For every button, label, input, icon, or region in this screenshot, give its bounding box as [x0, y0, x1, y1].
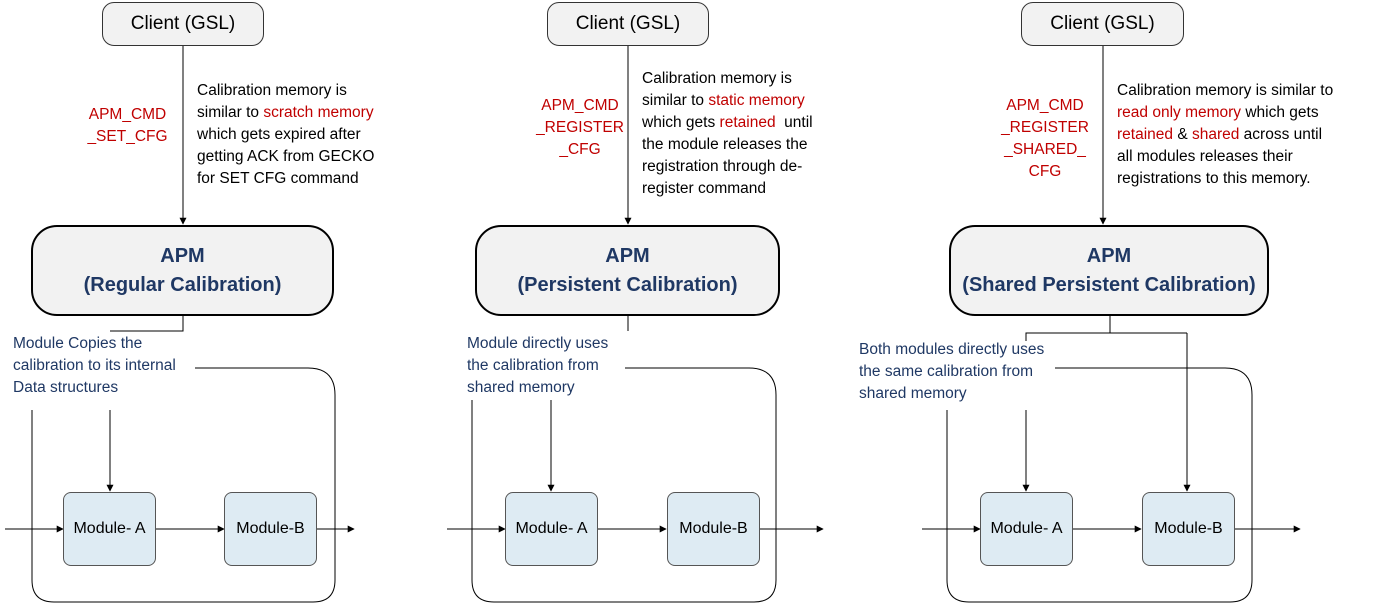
description-text: registration through de-	[642, 158, 803, 175]
module-b-box: Module-B	[1142, 492, 1235, 566]
description-line: read only memory which gets	[1117, 102, 1333, 124]
apm-to-container-connector	[1025, 316, 1111, 341]
module-container-outline	[946, 367, 1253, 603]
client-box: Client (GSL)	[1021, 2, 1184, 46]
description-line: registration through de-	[642, 156, 813, 178]
apm-to-container-connector	[110, 316, 184, 332]
highlight-term: scratch memory	[263, 104, 374, 121]
description-text: which gets	[642, 114, 720, 131]
description-text: all modules releases their	[1117, 148, 1293, 165]
highlight-term: static memory	[708, 92, 805, 109]
client-box: Client (GSL)	[547, 2, 709, 46]
module-b-box: Module-B	[224, 492, 317, 566]
description-text: similar to	[197, 104, 264, 121]
apm-box: APM (Regular Calibration)	[31, 225, 334, 316]
description-line: which gets expired after	[197, 124, 374, 146]
description-line: for SET CFG command	[197, 168, 374, 190]
highlight-term: retained	[719, 114, 776, 131]
calibration-description: Calibration memory is similar to static m…	[642, 68, 813, 200]
module-b-box: Module-B	[667, 492, 760, 566]
module-usage-note: Module Copies the calibration to its int…	[13, 335, 176, 396]
description-line: Calibration memory is	[197, 80, 374, 102]
description-line: similar to static memory	[642, 90, 813, 112]
description-text: Calibration memory is similar to	[1117, 82, 1334, 99]
command-label: APM_CMD _SET_CFG	[87, 106, 168, 145]
module-container-outline	[31, 367, 336, 603]
client-label: Client (GSL)	[575, 13, 681, 34]
description-line: the module releases the	[642, 134, 813, 156]
description-text: registrations to this memory.	[1117, 170, 1311, 187]
description-text: register command	[642, 180, 767, 197]
module-a-box: Module- A	[63, 492, 156, 566]
calibration-description: Calibration memory is similar to read onl…	[1117, 80, 1333, 190]
calibration-description: Calibration memory is similar to scratch …	[197, 80, 374, 190]
client-label: Client (GSL)	[1050, 13, 1155, 34]
module-usage-note: Both modules directly uses the same cali…	[859, 341, 1045, 402]
description-line: which gets retained until	[642, 112, 813, 134]
description-line: retained & shared across until	[1117, 124, 1333, 146]
module-a-box: Module- A	[505, 492, 598, 566]
client-box: Client (GSL)	[102, 2, 264, 46]
highlight-term: retained	[1117, 126, 1174, 143]
description-text: &	[1173, 126, 1192, 143]
description-text: the module releases the	[642, 136, 808, 153]
description-text: Calibration memory is	[197, 82, 347, 99]
description-text: until	[775, 114, 813, 131]
module-usage-note: Module directly uses the calibration fro…	[467, 335, 609, 396]
panel-3-connectors	[922, 46, 1301, 603]
description-text: getting ACK from GECKO	[197, 148, 375, 165]
description-line: all modules releases their	[1117, 146, 1333, 168]
apm-box: APM (Persistent Calibration)	[475, 225, 780, 316]
highlight-term: read only memory	[1117, 104, 1242, 121]
description-text: similar to	[642, 92, 709, 109]
panel-1-connectors	[5, 46, 355, 603]
command-label: APM_CMD _REGISTER _CFG	[536, 97, 624, 158]
description-line: similar to scratch memory	[197, 102, 374, 124]
description-text: Calibration memory is	[642, 70, 792, 87]
description-text: for SET CFG command	[197, 170, 359, 187]
apm-box: APM (Shared Persistent Calibration)	[949, 225, 1269, 316]
description-text: which gets expired after	[197, 126, 361, 143]
description-text: across until	[1239, 126, 1323, 143]
description-line: register command	[642, 178, 813, 200]
description-line: getting ACK from GECKO	[197, 146, 374, 168]
highlight-term: shared	[1191, 126, 1240, 143]
description-text: which gets	[1241, 104, 1319, 121]
command-label: APM_CMD _REGISTER _SHARED_ CFG	[1001, 97, 1089, 180]
description-line: Calibration memory is	[642, 68, 813, 90]
client-label: Client (GSL)	[130, 13, 236, 34]
module-container-outline	[471, 367, 777, 603]
module-a-box: Module- A	[980, 492, 1073, 566]
panel-2-connectors	[447, 46, 824, 603]
description-line: Calibration memory is similar to	[1117, 80, 1333, 102]
description-line: registrations to this memory.	[1117, 168, 1333, 190]
